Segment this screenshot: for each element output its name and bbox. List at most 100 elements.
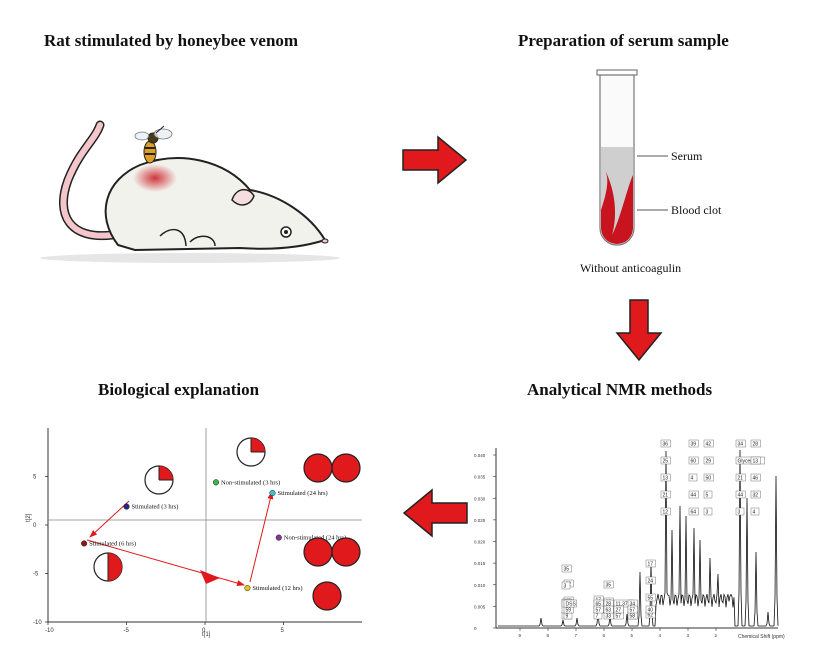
scores-x-tick: 0	[202, 628, 206, 634]
nmr-peak-label: 3	[706, 510, 709, 516]
nmr-y-tick: 0.020	[474, 540, 486, 545]
nmr-y-tick: 0.005	[474, 604, 486, 609]
full-circle-4	[331, 537, 361, 567]
nmr-peak-label: 44	[738, 493, 744, 499]
nmr-x-tick: 8	[547, 633, 550, 638]
test-tube	[596, 69, 668, 246]
nmr-peak-label: 4	[753, 510, 756, 516]
blood-clot-label: Blood clot	[671, 203, 722, 217]
score-point-label: Stimulated (3 hrs)	[132, 504, 179, 511]
nmr-x-tick: 3	[687, 633, 690, 638]
nmr-peak-label: 57	[630, 608, 636, 614]
nmr-peak-label: 28	[753, 442, 759, 448]
nmr-peak-label: 25	[663, 459, 669, 465]
nmr-peak-label: 40	[648, 608, 654, 614]
scores-x-tick: -10	[45, 628, 54, 634]
scores-y-tick: 5	[33, 475, 37, 481]
nmr-peak-label: 3	[564, 584, 567, 590]
nmr-x-tick: 9	[519, 633, 522, 638]
nmr-x-tick: 7	[575, 633, 578, 638]
nmr-peak-label: 3	[738, 510, 741, 516]
nmr-peak-label: 5	[706, 493, 709, 499]
scores-x-tick: 5	[281, 628, 285, 634]
nmr-peak-label: 13	[663, 476, 669, 482]
nmr-peak-label: 65	[596, 602, 602, 608]
full-circle-1	[303, 453, 333, 483]
pie-stimulated-6h	[93, 552, 123, 582]
scores-y-tick: -10	[33, 620, 42, 626]
nmr-peak-label: 42	[706, 442, 712, 448]
scores-x-tick: -5	[124, 628, 130, 634]
nmr-y-tick: 0.040	[474, 453, 486, 458]
nmr-peak-label: 39	[691, 442, 697, 448]
nmr-x-tick: 2	[715, 633, 718, 638]
nmr-peak-label: 46	[753, 476, 759, 482]
nmr-y-tick: 0.035	[474, 475, 486, 480]
score-point-label: Stimulated (6 hrs)	[89, 540, 136, 547]
nmr-trace	[498, 449, 779, 627]
nmr-y-tick: 0.025	[474, 518, 486, 523]
nmr-peak-label: 34	[738, 442, 744, 448]
nmr-peak-label: 50	[706, 476, 712, 482]
nmr-peak-label: 28	[606, 602, 612, 608]
score-point	[123, 503, 130, 510]
score-point-label: Stimulated (24 hrs)	[278, 490, 328, 497]
nmr-peak-label: 55	[648, 596, 654, 602]
nmr-x-tick: 4	[659, 633, 662, 638]
scores-y-tick: -5	[33, 572, 39, 578]
nmr-y-tick: 0	[474, 626, 477, 631]
nmr-peak-label: 59	[566, 608, 572, 614]
tube-caption: Without anticoagulin	[580, 261, 682, 275]
nmr-spectrum: 0.0400.0350.0300.0250.0200.0150.0100.005…	[474, 439, 785, 640]
scores-ylabel: t[2]	[26, 513, 32, 522]
full-circle-5	[312, 581, 342, 611]
nmr-xlabel: Chemical Shift (ppm)	[738, 634, 785, 640]
nmr-peak-label: 4	[691, 476, 694, 482]
nmr-peak-label: 60	[691, 459, 697, 465]
nmr-peak-label: 44	[691, 493, 697, 499]
bio-heading: Biological explanation	[98, 380, 260, 399]
nmr-peak-label: 11,37	[616, 602, 628, 608]
scores-xlabel: t[1]	[202, 632, 211, 638]
full-circles-group	[303, 453, 361, 611]
score-point-label: Stimulated (12 hrs)	[252, 585, 302, 592]
nmr-peak-label: 33	[606, 614, 612, 620]
full-circle-2	[331, 453, 361, 483]
nmr-peak-label: 35	[564, 567, 570, 573]
score-point	[244, 585, 251, 592]
nmr-peak-label: 62	[648, 613, 654, 619]
nmr-peak-label: 63	[606, 608, 612, 614]
nmr-y-tick: 0.015	[474, 561, 486, 566]
nmr-peak-label: 27	[616, 608, 622, 614]
nmr-peak-label: 9	[566, 614, 569, 620]
score-point	[269, 489, 276, 497]
serum-label: Serum	[671, 149, 703, 163]
nmr-peak-label: 29	[706, 459, 712, 465]
score-point-label: Non-stimulated (3 hrs)	[221, 479, 280, 486]
arrow-left-icon	[402, 488, 468, 538]
nmr-peak-label: 12	[663, 510, 669, 516]
full-circle-3	[303, 537, 333, 567]
nmr-heading: Analytical NMR methods	[527, 380, 713, 399]
nmr-x-tick: 6	[603, 633, 606, 638]
nmr-peak-label: Glycerol	[738, 459, 756, 465]
nmr-peak-label: 58	[630, 614, 636, 620]
nmr-peak-label: 64	[691, 510, 697, 516]
nmr-peak-label: 35	[606, 583, 612, 589]
nmr-y-tick: 0.030	[474, 496, 486, 501]
nmr-peak-label: 32	[753, 493, 759, 499]
nmr-peak-label: 13	[753, 459, 759, 465]
nmr-peak-label: 57	[596, 608, 602, 614]
nmr-peak-label: 57	[616, 614, 622, 620]
nmr-peak-label: 21	[738, 476, 744, 482]
rat-illustration	[40, 120, 340, 263]
nmr-peak-label: 17	[648, 562, 654, 568]
serum-heading: Preparation of serum sample	[518, 31, 729, 50]
nmr-peak-label: 34	[630, 602, 636, 608]
arrow-down-icon	[615, 299, 663, 362]
bee-icon	[134, 125, 173, 164]
rat-heading: Rat stimulated by honeybee venom	[44, 31, 299, 50]
nmr-x-tick: 5	[631, 633, 634, 638]
